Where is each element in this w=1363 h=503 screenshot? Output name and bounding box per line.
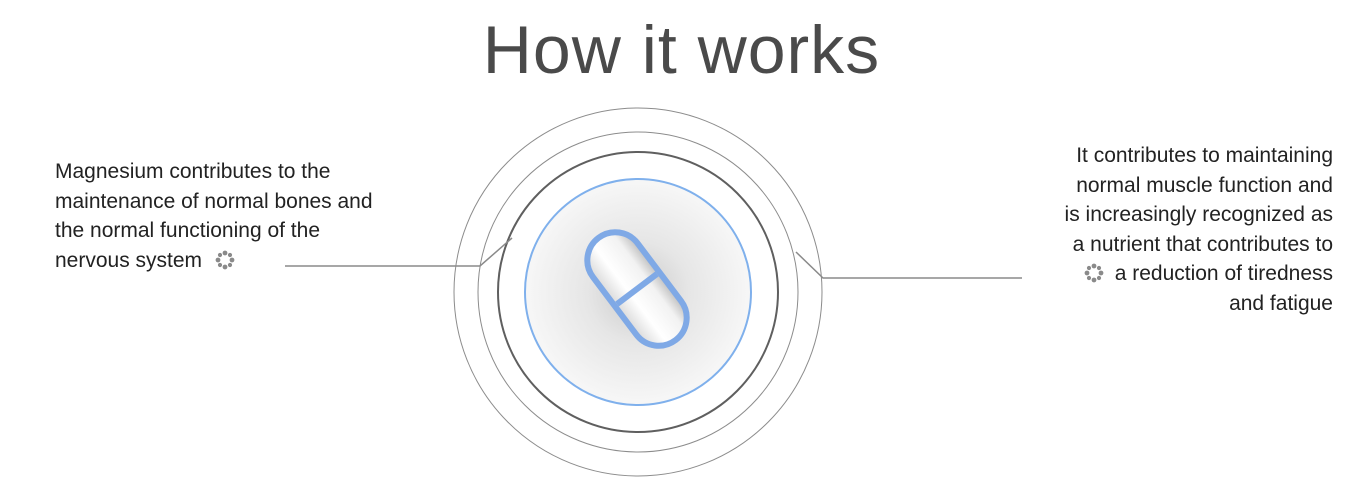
right-line-3: is increasingly recognized as (1064, 203, 1333, 226)
left-line-4-text: nervous system (55, 248, 203, 272)
accent-ring (524, 178, 752, 406)
left-description: Magnesium contributes to the maintenance… (55, 157, 455, 275)
page-title: How it works (482, 12, 881, 88)
right-line-2: normal muscle function and (1076, 173, 1333, 197)
dark-ring (497, 151, 779, 433)
second-ring (477, 131, 799, 453)
right-line-1: It contributes to maintaining (1076, 144, 1333, 167)
right-description: It contributes to maintaining normal mus… (985, 141, 1333, 318)
left-line-1: Magnesium contributes to the (55, 160, 331, 183)
left-line-2: maintenance of normal bones and (55, 189, 373, 213)
right-line-5: a reduction of tiredness (985, 259, 1333, 289)
right-line-6: and fatigue (1229, 291, 1333, 315)
right-line-5-text: a reduction of tiredness (1114, 262, 1333, 285)
left-line-4: nervous system (55, 246, 455, 276)
flower-icon (1084, 263, 1104, 283)
right-line-4: a nutrient that contributes to (1072, 232, 1333, 256)
outer-ring (453, 107, 823, 477)
glow-disk (525, 179, 751, 405)
flower-icon (215, 250, 235, 269)
left-line-3: the normal functioning of the (55, 219, 321, 242)
capsule-pill-icon (584, 229, 690, 349)
